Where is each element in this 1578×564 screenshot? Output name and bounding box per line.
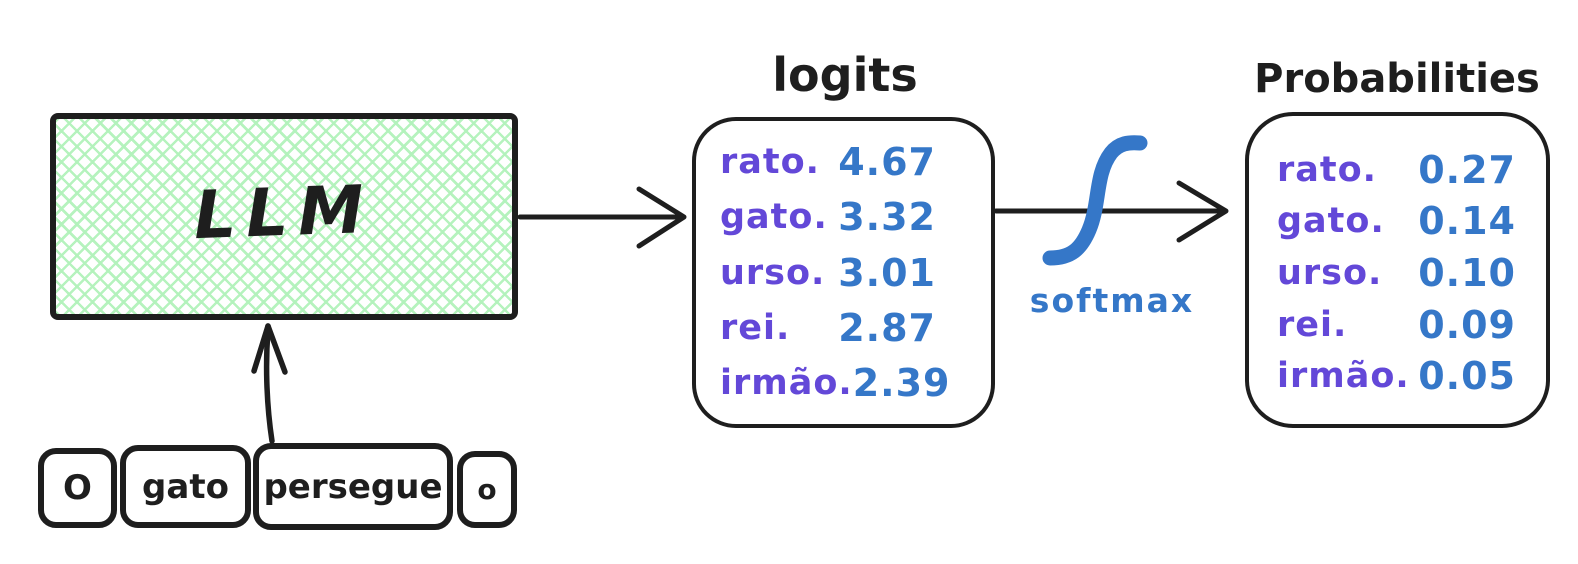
llm-label: LLM <box>192 170 376 255</box>
logit-word: rei. <box>720 307 791 348</box>
probability-value: 0.09 <box>1418 302 1516 347</box>
probability-row: urso. 0.10 <box>1277 247 1516 299</box>
logit-word: rato. <box>720 141 820 182</box>
logits-row: gato. 3.32 <box>720 189 936 244</box>
logits-row: rei. 2.87 <box>720 300 936 355</box>
llm-node: LLM <box>50 113 518 320</box>
probability-row: irmão. 0.05 <box>1277 350 1516 402</box>
input-token: gato <box>120 445 251 528</box>
logit-word: irmão. <box>720 363 853 404</box>
probability-word: irmão. <box>1277 356 1410 397</box>
probability-value: 0.27 <box>1418 147 1516 192</box>
logit-value: 2.39 <box>852 361 951 406</box>
softmax-curve-icon <box>1042 135 1148 266</box>
logits-row: rato. 4.67 <box>720 134 936 189</box>
probability-row: rato. 0.27 <box>1277 144 1516 196</box>
input-token: O <box>38 448 117 528</box>
probability-value: 0.10 <box>1418 250 1516 295</box>
arrow-tokens-to-llm <box>251 323 288 444</box>
logits-row: irmão. 2.39 <box>720 356 949 411</box>
logit-word: urso. <box>720 252 826 293</box>
probability-row: gato. 0.14 <box>1277 196 1516 248</box>
input-token-label: O <box>63 468 92 508</box>
logits-row: urso. 3.01 <box>720 245 936 300</box>
logit-value: 3.32 <box>838 195 936 240</box>
logits-title: logits <box>772 48 918 102</box>
probability-row: rei. 0.09 <box>1277 299 1516 351</box>
probability-word: rato. <box>1277 149 1377 190</box>
arrow-logits-to-probabilities <box>993 180 1229 243</box>
probabilities-title: Probabilities <box>1254 56 1540 102</box>
logit-word: gato. <box>720 197 828 238</box>
input-token: persegue <box>253 443 453 530</box>
softmax-label: softmax <box>1029 281 1195 320</box>
logit-value: 4.67 <box>838 139 936 184</box>
probabilities-box: rato. 0.27 gato. 0.14 urso. 0.10 rei. 0.… <box>1245 112 1550 428</box>
input-token: o <box>457 451 517 528</box>
probability-word: gato. <box>1277 201 1385 242</box>
probability-value: 0.14 <box>1418 199 1516 244</box>
input-token-label: o <box>477 473 497 506</box>
input-token-label: gato <box>142 466 229 507</box>
logits-box: rato. 4.67 gato. 3.32 urso. 3.01 rei. 2.… <box>692 117 995 428</box>
arrow-llm-to-logits <box>517 186 687 249</box>
logit-value: 3.01 <box>838 250 936 295</box>
probability-value: 0.05 <box>1418 354 1516 399</box>
probability-word: urso. <box>1277 252 1383 293</box>
logit-value: 2.87 <box>838 305 936 350</box>
probability-word: rei. <box>1277 304 1348 345</box>
input-token-label: persegue <box>263 466 443 507</box>
